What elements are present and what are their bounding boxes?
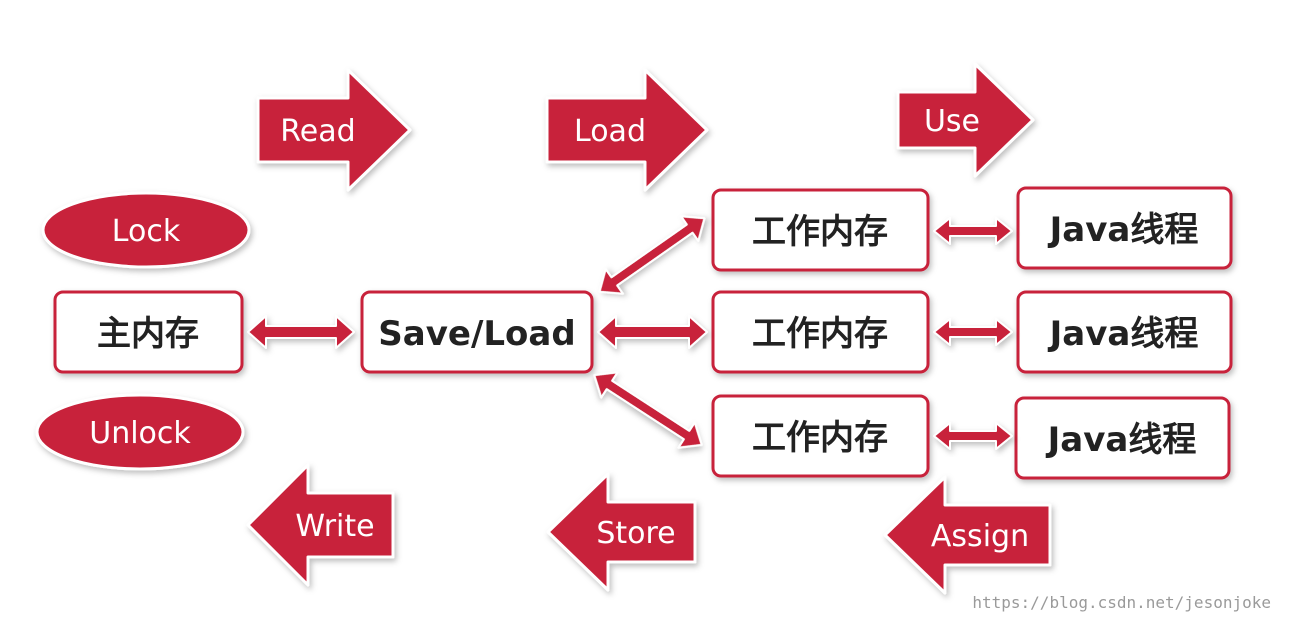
read-label: Read — [280, 114, 355, 149]
store-arrow: Store — [546, 472, 697, 592]
write-arrow: Write — [246, 463, 395, 587]
saveload-to-working-2-connector — [597, 315, 708, 349]
save-load-label: Save/Load — [378, 314, 575, 354]
read-arrow: Read — [256, 68, 412, 192]
working-memory-label: 工作内存 — [752, 212, 888, 252]
store-label: Store — [596, 516, 675, 551]
use-arrow: Use — [896, 62, 1035, 178]
main-memory-box: 主内存 — [53, 290, 244, 374]
load-arrow: Load — [545, 68, 709, 192]
working-memory-label: 工作内存 — [752, 314, 888, 354]
lock-ellipse: Lock — [41, 191, 251, 269]
java-thread-box-3: Java线程 — [1014, 396, 1231, 480]
java-thread-box-1: Java线程 — [1016, 186, 1233, 270]
working-1-to-thread-1-connector — [933, 217, 1013, 245]
main-memory-label: 主内存 — [97, 314, 199, 354]
lock-label: Lock — [112, 214, 181, 249]
assign-label: Assign — [931, 519, 1029, 554]
save-load-box: Save/Load — [360, 290, 594, 374]
main-to-saveload-connector — [247, 315, 355, 349]
java-thread-label: Java线程 — [1048, 314, 1199, 354]
assign-arrow: Assign — [883, 475, 1052, 595]
unlock-ellipse: Unlock — [35, 393, 245, 471]
java-thread-label: Java线程 — [1048, 210, 1199, 250]
working-memory-box-2: 工作内存 — [711, 290, 930, 374]
saveload-to-working-3-connector — [593, 371, 703, 449]
working-memory-label: 工作内存 — [752, 418, 888, 458]
java-thread-label: Java线程 — [1046, 420, 1197, 460]
working-2-to-thread-2-connector — [933, 318, 1013, 346]
working-memory-box-1: 工作内存 — [711, 188, 930, 272]
use-label: Use — [924, 104, 980, 139]
java-thread-box-2: Java线程 — [1016, 290, 1233, 374]
write-label: Write — [295, 509, 374, 544]
watermark: https://blog.csdn.net/jesonjoke — [972, 593, 1271, 612]
load-label: Load — [574, 114, 646, 149]
saveload-to-working-1-connector — [598, 215, 706, 295]
working-memory-box-3: 工作内存 — [711, 394, 930, 478]
unlock-label: Unlock — [89, 416, 191, 451]
working-3-to-thread-3-connector — [933, 422, 1013, 450]
